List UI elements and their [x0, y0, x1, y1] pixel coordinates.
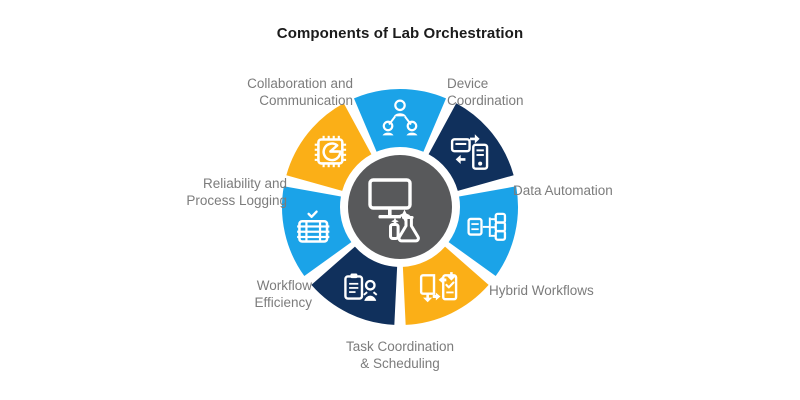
computer-monitor-flask-icon [368, 178, 420, 243]
label-reliability-logging: Reliability and Process Logging [186, 176, 287, 208]
segment-device-coordination[interactable] [428, 103, 514, 191]
segment-reliability-logging-wedge[interactable] [286, 103, 372, 191]
segment-collaboration-wedge[interactable] [353, 89, 447, 152]
database-branch-icon [467, 212, 507, 241]
page-title: Components of Lab Orchestration [276, 25, 524, 42]
segment-hybrid-workflows[interactable] [402, 246, 489, 325]
center-hub[interactable] [348, 155, 452, 259]
label-task-coordination: Task Coordination & Scheduling [345, 339, 455, 371]
label-data-automation: Data Automation [513, 183, 613, 198]
segment-task-coordination-wedge[interactable] [311, 246, 398, 325]
checklist-stack-icon [297, 210, 330, 243]
segment-data-automation[interactable] [448, 186, 518, 277]
segment-reliability-logging[interactable] [286, 103, 372, 191]
segment-task-coordination[interactable] [311, 246, 398, 325]
clipboard-person-icon [344, 273, 378, 301]
segment-collaboration[interactable] [353, 89, 447, 152]
document-exchange-icon [419, 272, 458, 303]
segment-data-automation-wedge[interactable] [448, 186, 518, 277]
petal-group [282, 89, 518, 325]
microchip-gauge-icon [314, 135, 347, 168]
label-device-coordination: Device Coordination [447, 76, 524, 108]
segment-workflow-efficiency[interactable] [282, 186, 352, 277]
people-network-icon [382, 99, 418, 136]
label-workflow-efficiency: Workflow Efficiency [254, 278, 312, 310]
label-hybrid-workflows: Hybrid Workflows [489, 283, 594, 298]
label-collaboration: Collaboration and Communication [247, 76, 353, 108]
segment-device-coordination-wedge[interactable] [428, 103, 514, 191]
device-sync-icon [450, 134, 489, 170]
